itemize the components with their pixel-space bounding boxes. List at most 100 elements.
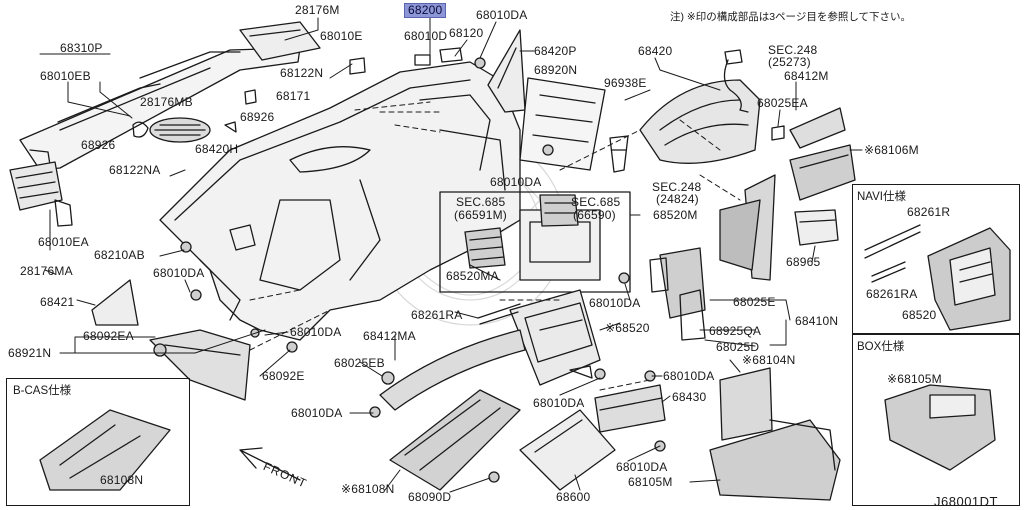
part-number-28176mb[interactable]: 28176MB bbox=[140, 95, 193, 109]
part-number-68921n[interactable]: 68921N bbox=[8, 346, 52, 360]
part-number-sec685[interactable]: SEC.685 bbox=[456, 195, 506, 209]
diagram-code: J68001DT bbox=[934, 494, 998, 509]
part-number-68010da[interactable]: 68010DA bbox=[490, 175, 542, 189]
part-number-68010da[interactable]: 68010DA bbox=[533, 396, 585, 410]
front-arrow bbox=[239, 447, 301, 481]
part-number-68108n[interactable]: 68108N bbox=[100, 473, 144, 487]
lower-finisher-68412ma bbox=[379, 329, 526, 411]
part-number-68421[interactable]: 68421 bbox=[40, 295, 75, 309]
part-number-68926[interactable]: 68926 bbox=[240, 110, 275, 124]
part-number-68412m[interactable]: 68412M bbox=[784, 69, 829, 83]
part-number-68010da[interactable]: 68010DA bbox=[153, 266, 205, 280]
part-number-68926[interactable]: 68926 bbox=[81, 138, 116, 152]
meter-hood bbox=[639, 79, 761, 164]
leader-lines bbox=[39, 16, 863, 493]
part-number-68410n[interactable]: 68410N bbox=[795, 314, 839, 328]
part-number-sec248[interactable]: SEC.248 bbox=[768, 43, 818, 57]
part-number-68200[interactable]: 68200 bbox=[404, 3, 447, 18]
part-number-68092ea[interactable]: 68092EA bbox=[83, 329, 134, 343]
part-number-68010da[interactable]: 68010DA bbox=[616, 460, 668, 474]
part-number-68520[interactable]: ※68520 bbox=[605, 321, 650, 335]
part-number-68920n[interactable]: 68920N bbox=[534, 63, 578, 77]
lower-cover-68108n bbox=[389, 389, 521, 491]
part-number-sec685[interactable]: SEC.685 bbox=[571, 195, 621, 209]
part-number-68925qa[interactable]: 68925QA bbox=[709, 324, 762, 338]
part-number-68520[interactable]: 68520 bbox=[902, 308, 937, 322]
part-number-68420[interactable]: 68420 bbox=[638, 44, 673, 58]
bcas-part-art bbox=[39, 409, 171, 491]
part-number-28176ma[interactable]: 28176MA bbox=[20, 264, 73, 278]
part-number-68520ma[interactable]: 68520MA bbox=[446, 269, 499, 283]
part-number-68025eb[interactable]: 68025EB bbox=[334, 356, 385, 370]
left-knee-panel bbox=[149, 329, 251, 401]
part-number-68090d[interactable]: 68090D bbox=[408, 490, 452, 504]
inset-bcas-title: B-CAS仕様 bbox=[13, 385, 72, 397]
pocket-68965 bbox=[794, 209, 839, 246]
dashed-guides bbox=[249, 101, 741, 391]
right-side-lid bbox=[771, 107, 846, 149]
part-number-68025e[interactable]: 68025E bbox=[733, 295, 776, 309]
part-number-68105m[interactable]: ※68105M bbox=[887, 372, 942, 386]
part-number-68092e[interactable]: 68092E bbox=[262, 369, 305, 383]
part-number-68010da[interactable]: 68010DA bbox=[476, 8, 528, 22]
bracket-68261ra bbox=[477, 303, 521, 325]
inset-bcas: B-CAS仕様 bbox=[6, 378, 190, 506]
part-number-68010e[interactable]: 68010E bbox=[320, 29, 363, 43]
part-number-68430[interactable]: 68430 bbox=[672, 390, 707, 404]
glove-box bbox=[519, 409, 616, 491]
part-number-68010d[interactable]: 68010D bbox=[404, 29, 448, 43]
inset-box: BOX仕様 bbox=[852, 334, 1020, 506]
part-number-68210ab[interactable]: 68210AB bbox=[94, 248, 145, 262]
part-number-68106m[interactable]: ※68106M bbox=[864, 143, 919, 157]
right-small-panels bbox=[649, 247, 706, 341]
right-side-trim bbox=[719, 174, 776, 281]
part-number-68310p[interactable]: 68310P bbox=[60, 41, 103, 55]
part-number-68010da[interactable]: 68010DA bbox=[291, 406, 343, 420]
part-number-sec248[interactable]: SEC.248 bbox=[652, 180, 702, 194]
part-number-66591m[interactable]: (66591M) bbox=[454, 208, 507, 222]
part-number-68010ea[interactable]: 68010EA bbox=[38, 235, 89, 249]
part-number-68171[interactable]: 68171 bbox=[276, 89, 311, 103]
part-68421 bbox=[91, 279, 139, 326]
speaker-grill bbox=[149, 117, 211, 143]
part-number-68122n[interactable]: 68122N bbox=[280, 66, 324, 80]
part-number-28176m[interactable]: 28176M bbox=[295, 3, 340, 17]
part-number-68261r[interactable]: 68261R bbox=[907, 205, 951, 219]
box-part-art bbox=[884, 384, 996, 471]
part-number-68120[interactable]: 68120 bbox=[449, 26, 484, 40]
part-number-68010da[interactable]: 68010DA bbox=[589, 296, 641, 310]
part-number-68261ra[interactable]: 68261RA bbox=[411, 308, 463, 322]
instrument-panel-main bbox=[159, 61, 521, 341]
part-number-68025d[interactable]: 68025D bbox=[716, 340, 760, 354]
part-number-68412ma[interactable]: 68412MA bbox=[363, 329, 416, 343]
part-number-68520m[interactable]: 68520M bbox=[653, 208, 698, 222]
part-number-68600[interactable]: 68600 bbox=[556, 490, 591, 504]
small-clips bbox=[132, 89, 257, 138]
part-number-66590[interactable]: (66590) bbox=[573, 208, 616, 222]
part-number-68010da[interactable]: 68010DA bbox=[663, 369, 715, 383]
inset-box-title: BOX仕様 bbox=[857, 341, 905, 353]
part-number-24824[interactable]: (24824) bbox=[656, 192, 699, 206]
navi-part-art bbox=[864, 224, 1011, 331]
meter-hood-small bbox=[239, 21, 463, 75]
left-side-vent bbox=[9, 161, 73, 227]
part-number-68104n[interactable]: ※68104N bbox=[742, 353, 796, 367]
part-number-68010eb[interactable]: 68010EB bbox=[40, 69, 91, 83]
center-console-face bbox=[509, 289, 601, 386]
part-number-68010da[interactable]: 68010DA bbox=[290, 325, 342, 339]
part-number-68261ra[interactable]: 68261RA bbox=[866, 287, 918, 301]
part-number-68420h[interactable]: 68420H bbox=[195, 142, 239, 156]
cluster-panel-insert bbox=[519, 77, 606, 171]
part-number-68108n[interactable]: ※68108N bbox=[341, 482, 395, 496]
part-number-68420p[interactable]: 68420P bbox=[534, 44, 577, 58]
part-number-68025ea[interactable]: 68025EA bbox=[757, 96, 808, 110]
part-number-68105m[interactable]: 68105M bbox=[628, 475, 673, 489]
lower-right-cover bbox=[709, 367, 841, 501]
sec248-switch bbox=[609, 135, 629, 173]
part-number-25273[interactable]: (25273) bbox=[768, 55, 811, 69]
center-cluster bbox=[439, 191, 631, 293]
part-number-68122na[interactable]: 68122NA bbox=[109, 163, 161, 177]
part-number-96938e[interactable]: 96938E bbox=[604, 76, 647, 90]
part-number-68965[interactable]: 68965 bbox=[786, 255, 821, 269]
